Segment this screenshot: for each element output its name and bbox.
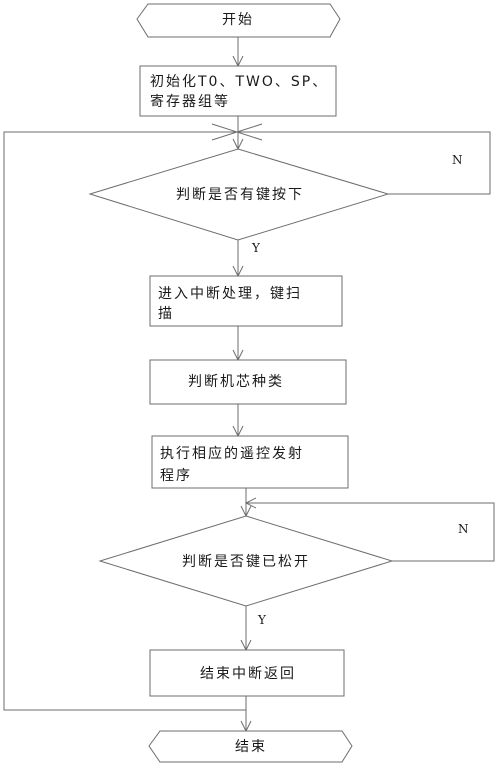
arrowhead <box>244 497 257 509</box>
decision-key-pressed: 判断是否有键按下 <box>88 148 390 241</box>
no-loop-key-pressed <box>238 131 491 195</box>
decision-key-pressed-label: 判断是否有键按下 <box>176 187 304 203</box>
end-interrupt-box: 结束中断返回 <box>149 649 345 697</box>
init-label-line1: 初始化T0、TWO、SP、 <box>150 73 328 90</box>
end-terminal: 结束 <box>148 730 353 763</box>
start-label: 开始 <box>222 12 254 28</box>
exec-box: 执行相应的遥控发射 程序 <box>151 435 349 489</box>
end-interrupt-label: 结束中断返回 <box>200 666 296 682</box>
interrupt-box: 进入中断处理，键扫 描 <box>149 275 343 327</box>
judge-chip-label: 判断机芯种类 <box>188 374 284 390</box>
decision-key-released: 判断是否键已松开 <box>98 515 394 607</box>
start-terminal: 开始 <box>136 3 341 38</box>
no-label-1: N <box>452 153 463 167</box>
no-label-2: N <box>458 522 469 536</box>
init-label-line2: 寄存器组等 <box>150 93 230 110</box>
init-box: 初始化T0、TWO、SP、 寄存器组等 <box>139 65 337 117</box>
decision-key-released-label: 判断是否键已松开 <box>182 554 310 570</box>
return-loop <box>3 131 246 711</box>
exec-label-line1: 执行相应的遥控发射 <box>160 445 304 462</box>
no-loop-key-released <box>246 502 495 562</box>
yes-label-2: Y <box>257 613 267 627</box>
interrupt-label-line2: 描 <box>158 306 174 322</box>
interrupt-label-line1: 进入中断处理，键扫 <box>158 286 302 302</box>
end-label: 结束 <box>235 739 267 755</box>
judge-chip-box: 判断机芯种类 <box>149 359 347 405</box>
exec-label-line2: 程序 <box>160 468 192 484</box>
yes-label-1: Y <box>251 241 261 255</box>
